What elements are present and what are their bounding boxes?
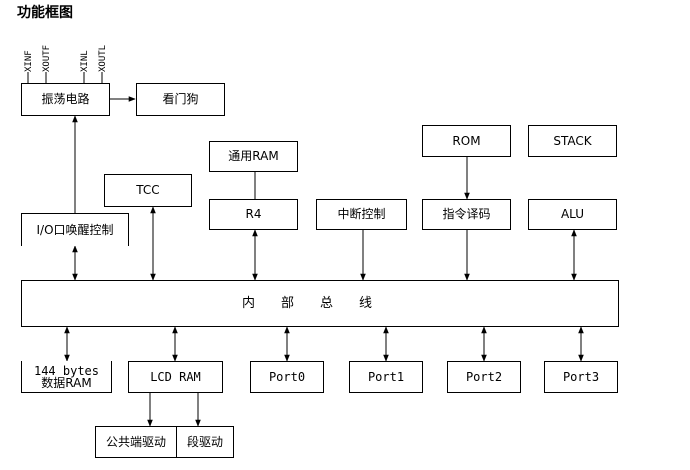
data-ram-block: 144 bytes 数据RAM [21,361,112,393]
common-driver-label: 公共端驱动 [105,434,166,449]
data-ram-label: 数据RAM [41,375,92,390]
port3-block: Port3 [544,361,618,393]
general-ram-label: 通用RAM [228,149,279,163]
internal-bus-label: 内部总线 [241,296,398,311]
lcd-ram-label: LCD RAM [150,369,201,384]
watchdog-label: 看门狗 [162,92,199,106]
io-wakeup-label: I/O口唤醒控制 [36,222,114,237]
segment-driver-label: 段驱动 [186,434,223,449]
stack-label: STACK [553,133,592,148]
oscillator-block: 振荡电路 [21,83,110,116]
pin-label-xinl: XINL [80,50,90,72]
port1-block: Port1 [349,361,423,393]
data-ram-size-label: 144 bytes [33,363,100,378]
rom-block: ROM [422,125,511,157]
port0-block: Port0 [250,361,324,393]
port2-block: Port2 [447,361,521,393]
general-ram-block: 通用RAM [209,141,298,172]
interrupt-label: 中断控制 [337,207,386,221]
io-wakeup-block: I/O口唤醒控制 [21,213,129,246]
pin-label-xinf: XINF [24,50,34,72]
tcc-label: TCC [136,183,160,197]
segment-driver-block: 段驱动 [176,426,234,458]
r4-label: R4 [245,207,262,221]
oscillator-label: 振荡电路 [41,92,90,106]
rom-label: ROM [452,133,481,148]
stack-block: STACK [528,125,617,157]
pin-label-xoutl: XOUTL [98,44,108,72]
port3-label: Port3 [562,369,600,384]
r4-block: R4 [209,199,298,230]
decoder-block: 指令译码 [422,199,511,230]
common-driver-block: 公共端驱动 [95,426,177,458]
port0-label: Port0 [268,369,306,384]
lcd-ram-block: LCD RAM [128,361,223,393]
tcc-block: TCC [104,174,192,207]
internal-bus-block: 内部总线 [21,280,619,327]
port2-label: Port2 [465,369,503,384]
diagram-title: 功能框图 [17,5,73,21]
watchdog-block: 看门狗 [136,83,225,116]
interrupt-block: 中断控制 [316,199,407,230]
port1-label: Port1 [367,369,405,384]
decoder-label: 指令译码 [442,207,491,221]
pin-label-xoutf: XOUTF [42,44,52,72]
alu-block: ALU [528,199,617,230]
alu-label: ALU [560,207,585,221]
